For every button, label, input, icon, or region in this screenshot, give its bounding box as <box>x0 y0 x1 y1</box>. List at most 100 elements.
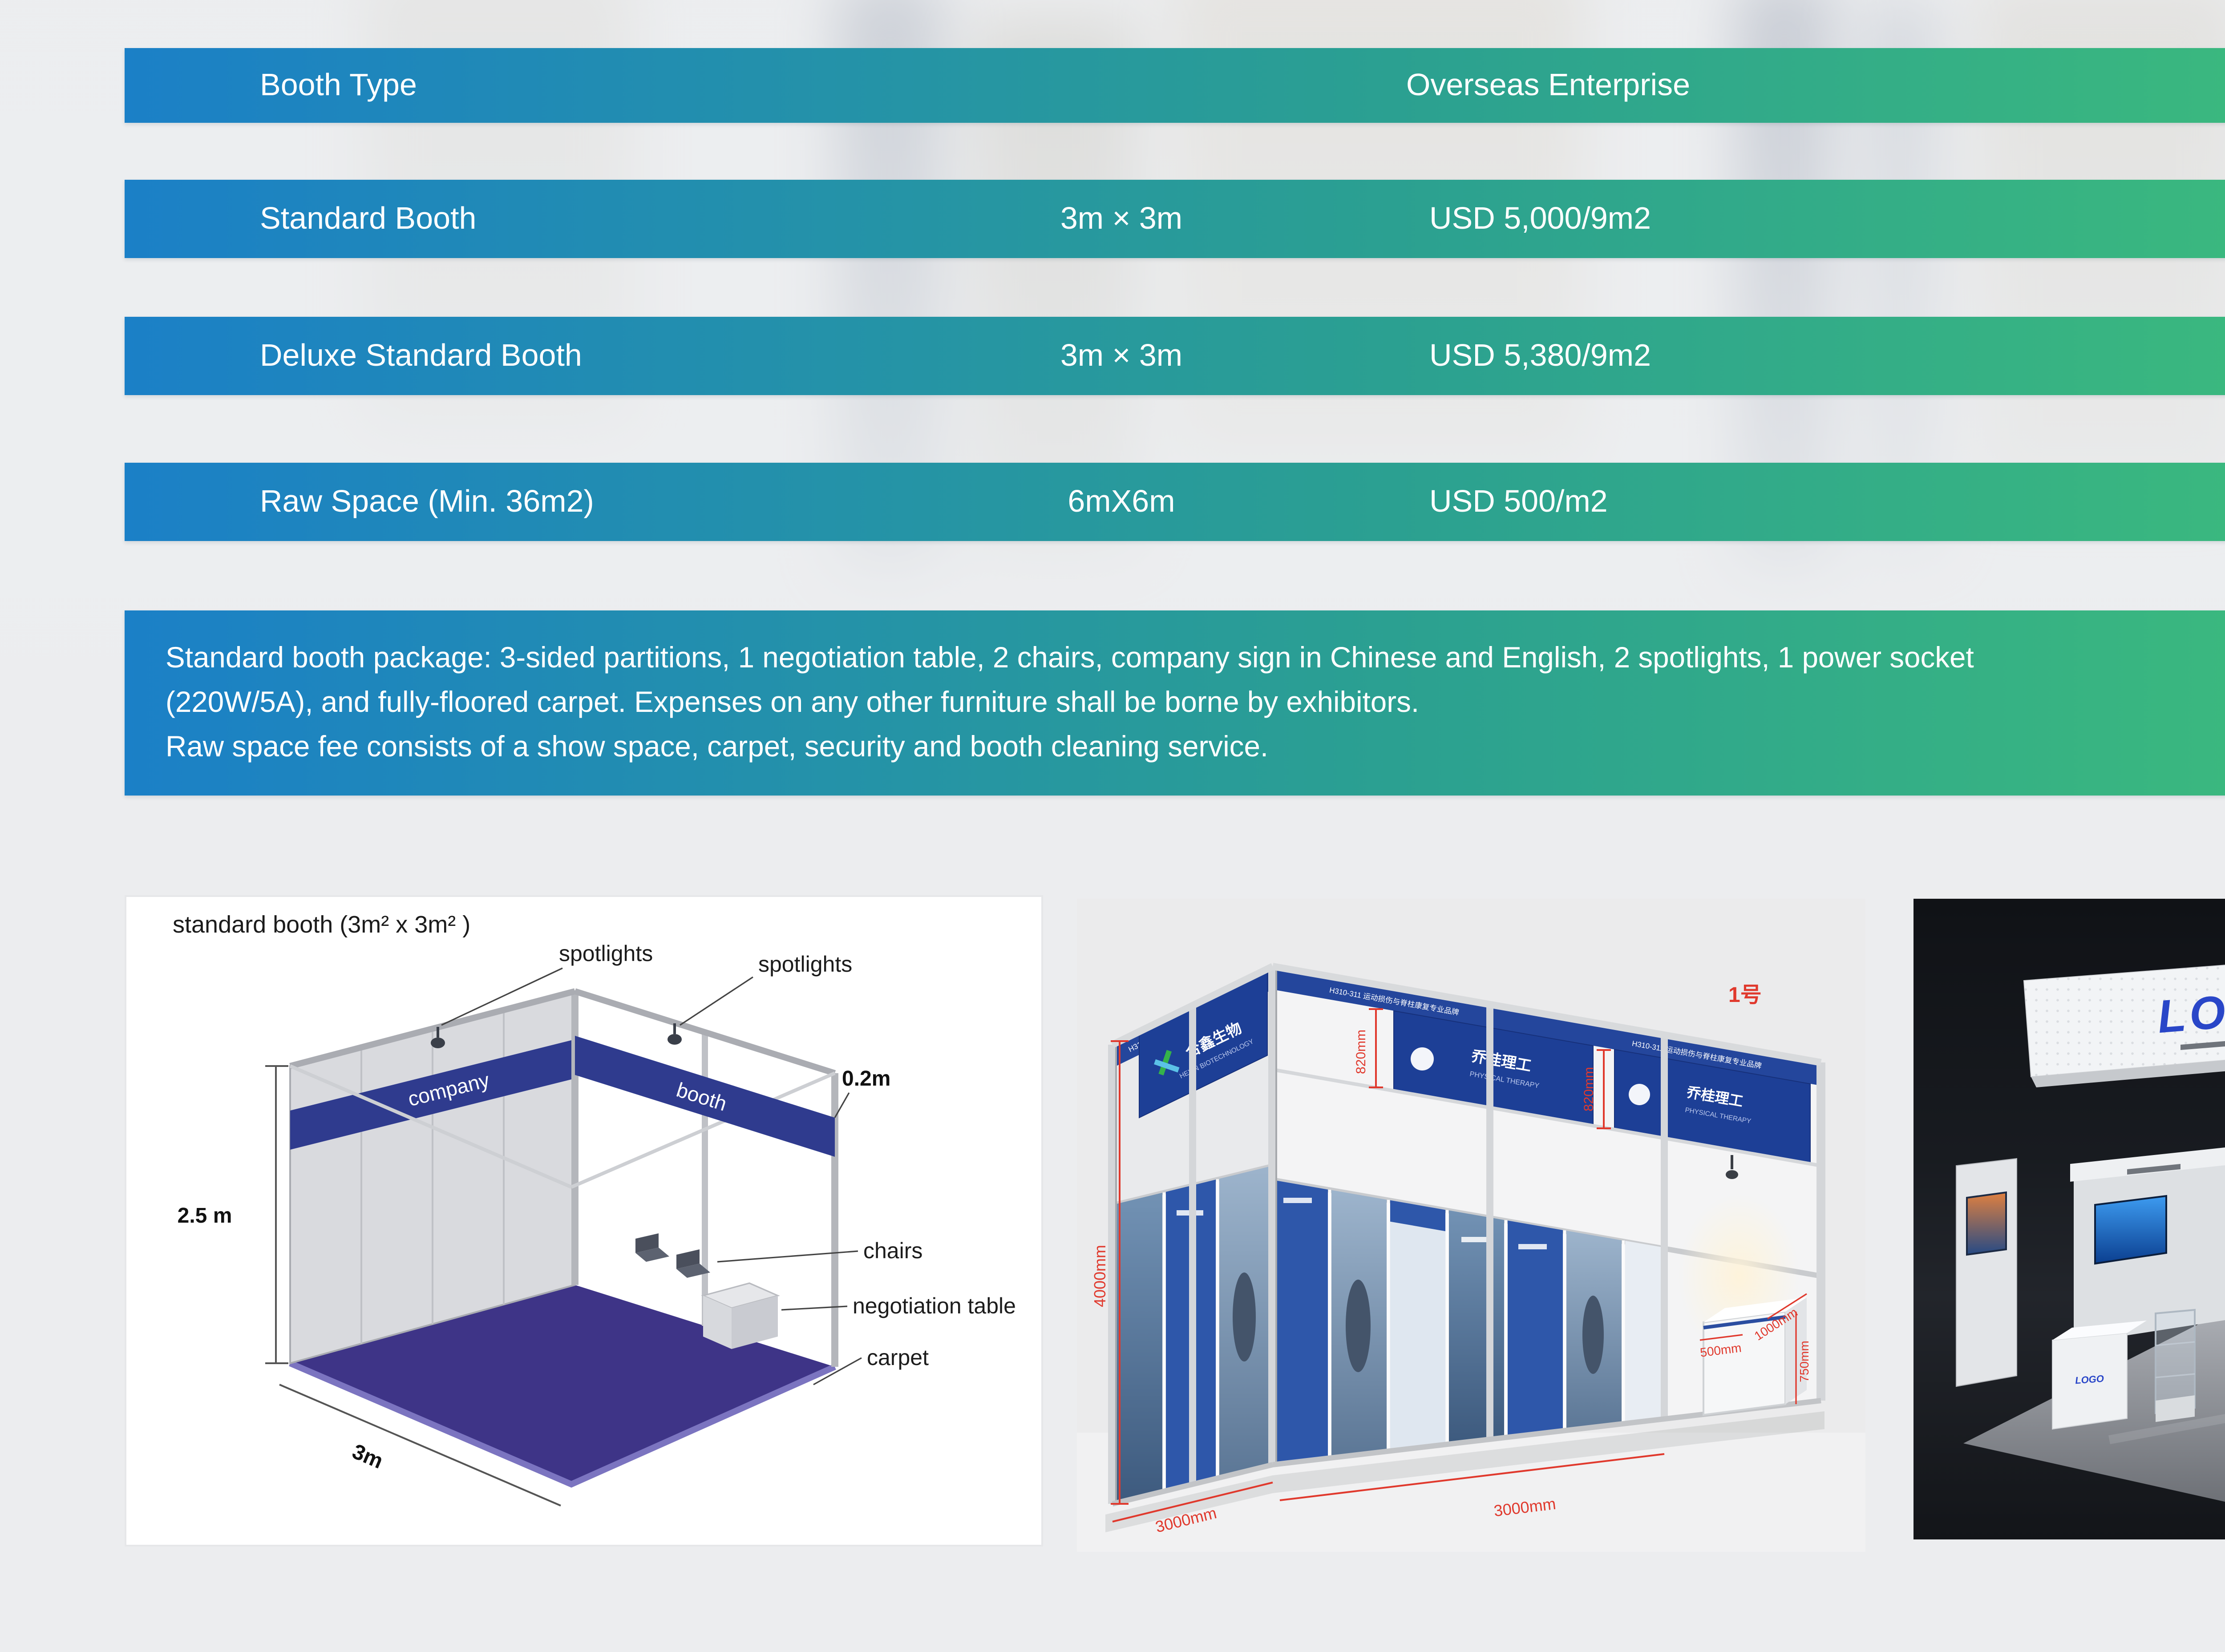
floor-reflection <box>2108 1414 2225 1444</box>
spotlights-label-right: spotlights <box>758 952 852 977</box>
tv-screen <box>1966 1191 2007 1256</box>
chairs-label: chairs <box>863 1238 922 1263</box>
booth-size-cell: 3m × 3m <box>1060 200 1183 236</box>
booth-render-photo: H310-311 运动损伤与脊柱康复专业品牌 H310-311 运动损伤与脊柱康… <box>1077 899 1865 1552</box>
diagram-title: standard booth (3m² x 3m² ) <box>173 911 470 938</box>
table-front <box>732 1296 778 1349</box>
leader-line <box>717 1250 858 1263</box>
header-overseas-enterprise: Overseas Enterprise <box>1406 67 1691 102</box>
spotlight-icon <box>668 1034 682 1045</box>
floor-width-label: 3m <box>349 1440 387 1474</box>
poster-panel <box>1112 1192 1162 1504</box>
spotlights-label-left: spotlights <box>559 941 653 966</box>
dim-sign-right-label: 820mm <box>1582 1067 1596 1111</box>
beam-text-bar <box>2127 1164 2180 1175</box>
hanging-banner-texture <box>2024 965 2225 1077</box>
booth-type-cell: Raw Space (Min. 36m2) <box>260 483 594 519</box>
booth-render-dark: LOGO LOGO <box>1914 899 2225 1539</box>
reception-counter-top <box>1703 1297 1807 1322</box>
chair <box>635 1233 669 1262</box>
note-line-2: (220W/5A), and fully-floored carpet. Exp… <box>166 687 1420 719</box>
table-row-deluxe-standard-booth: Deluxe Standard Booth 3m × 3m USD 5,380/… <box>125 317 2225 395</box>
band-height-label: 0.2m <box>842 1067 890 1091</box>
chair-seat <box>635 1248 669 1262</box>
booth-type-cell: Standard Booth <box>260 200 477 236</box>
table-side <box>703 1296 732 1349</box>
booth-sign-band <box>575 1036 835 1157</box>
wall-header-beam <box>2070 1147 2225 1182</box>
carpet-edge <box>289 1360 836 1488</box>
booth-number-label: 1号 <box>1728 983 1762 1007</box>
rail-beam <box>1272 1068 1821 1167</box>
wall-height-label: 2.5 m <box>178 1204 232 1228</box>
table-row-standard-booth: Standard Booth 3m × 3m USD 5,000/9m2 <box>125 180 2225 258</box>
showcase-base <box>2156 1395 2195 1422</box>
chair-seat <box>676 1264 710 1278</box>
banner-subtext-bar <box>2180 1041 2225 1050</box>
poster-panel <box>1273 1180 1328 1465</box>
dim-height-label: 4000mm <box>1091 1245 1109 1307</box>
poster-panel <box>1390 1200 1445 1451</box>
spotlight-icon <box>1726 1170 1738 1179</box>
top-beam <box>574 988 836 1076</box>
dimension-line <box>279 1384 561 1507</box>
poster-header <box>1390 1200 1445 1232</box>
booth-size-cell: 6mX6m <box>1068 483 1175 519</box>
chair <box>676 1249 710 1278</box>
front-beam <box>570 1071 836 1189</box>
package-note: Standard booth package: 3-sided partitio… <box>125 610 2225 796</box>
booth-price-cell: USD 5,000/9m2 <box>1429 200 1651 236</box>
poster-title-bar <box>1283 1198 1312 1203</box>
note-line-1: Standard booth package: 3-sided partitio… <box>166 642 1974 675</box>
poster-title-bar <box>1461 1237 1490 1242</box>
leader-line <box>834 1092 850 1118</box>
poster-panel <box>1508 1220 1563 1437</box>
booth-price-cell: USD 500/m2 <box>1429 483 1608 519</box>
note-line-3: Raw space fee consists of a show space, … <box>166 732 1269 764</box>
top-beam <box>289 988 576 1069</box>
counter-left-top <box>2052 1321 2147 1340</box>
carpet-floor <box>290 1285 835 1484</box>
tv-screen <box>2094 1195 2167 1265</box>
display-tower-left <box>1956 1158 2017 1387</box>
hanging-banner-bottom <box>2031 1060 2225 1087</box>
booth-shadow <box>1105 1411 1824 1532</box>
dimension-line <box>1112 1482 1273 1523</box>
top-beam <box>1272 963 1822 1066</box>
poster-panel <box>1625 1240 1663 1424</box>
leader-line <box>441 967 563 1026</box>
banner-logo-text: LOGO <box>2156 980 2225 1043</box>
poster-figure <box>1346 1280 1371 1372</box>
floor-rail <box>1112 1462 1274 1507</box>
front-beam <box>289 1064 572 1189</box>
booth-render-photo-svg: H310-311 运动损伤与脊柱康复专业品牌 H310-311 运动损伤与脊柱康… <box>1077 899 1865 1552</box>
dimension-line <box>1767 1293 1807 1320</box>
poster-title-bar <box>1518 1244 1547 1249</box>
poster-panel <box>1449 1210 1504 1444</box>
leader-line <box>813 1357 862 1385</box>
counter-left-logo-text: LOGO <box>2075 1373 2104 1386</box>
leader-line <box>680 976 753 1026</box>
counter-accent-strip <box>1703 1315 1786 1329</box>
chair-back <box>676 1249 700 1269</box>
table-header-row: Booth Type Overseas Enterprise <box>125 48 2225 123</box>
showcase-shelf <box>2155 1373 2195 1378</box>
spotlight-icon <box>431 1038 445 1048</box>
booth-type-cell: Deluxe Standard Booth <box>260 337 582 373</box>
booth-price-cell: USD 5,380/9m2 <box>1429 337 1651 373</box>
dim-counter-height-label: 750mm <box>1797 1341 1811 1382</box>
top-beam <box>1111 963 1274 1048</box>
chair-back <box>635 1233 659 1253</box>
hexin-logo-icon <box>1154 1050 1180 1076</box>
poster-figure <box>1233 1272 1256 1361</box>
dim-sign-left-label: 820mm <box>1354 1030 1368 1074</box>
standard-booth-diagram: standard booth (3m² x 3m² ) company <box>125 895 1043 1547</box>
booth-render-dark-svg: LOGO LOGO <box>1914 899 2225 1539</box>
header-booth-type: Booth Type <box>260 67 417 102</box>
shield-logo-icon <box>1411 1047 1434 1070</box>
shield-logo-icon <box>1629 1084 1650 1105</box>
showcase-shelf <box>2155 1341 2195 1346</box>
fascia-strip-right <box>1273 966 1821 1086</box>
company-sign-band <box>290 1039 575 1150</box>
